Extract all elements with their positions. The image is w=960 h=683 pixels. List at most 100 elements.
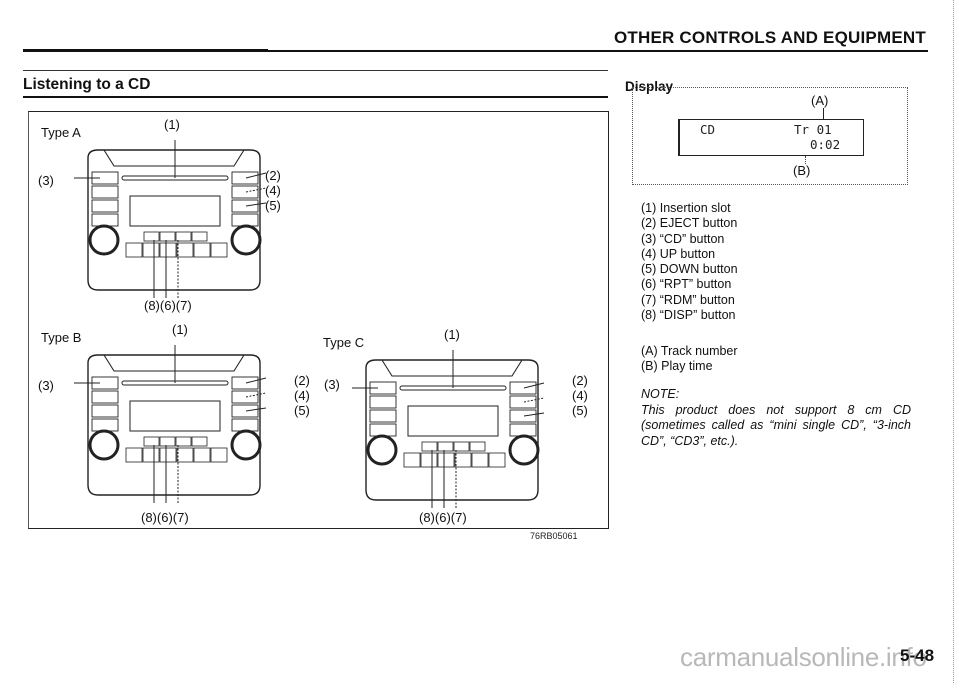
section-rule-top xyxy=(23,70,608,71)
radio-body xyxy=(87,149,261,291)
radio-illustration-type-b xyxy=(74,345,267,503)
radio-right-button-down xyxy=(231,199,259,213)
radio-function-button xyxy=(143,436,160,447)
type-a-callout-up: (4) xyxy=(265,183,281,198)
type-a-callout-slot: (1) xyxy=(164,117,180,132)
type-a-callout-cd: (3) xyxy=(38,173,54,188)
legend-item: (B) Play time xyxy=(641,359,713,374)
figure-code: 76RB05061 xyxy=(530,531,578,541)
radio-right-button-down xyxy=(509,409,537,423)
radio-preset-button xyxy=(159,242,177,258)
legend-item: (2) EJECT button xyxy=(641,216,738,231)
radio-volume-knob xyxy=(88,224,120,256)
note-text: This product does not support 8 cm CD (s… xyxy=(641,402,911,448)
radio-right-button-eject xyxy=(231,376,259,390)
legend-item: (6) “RPT” button xyxy=(641,277,732,292)
note-block: NOTE: This product does not support 8 cm… xyxy=(641,387,911,449)
type-c-callout-bottom: (8)(6)(7) xyxy=(419,510,467,525)
radio-bezel xyxy=(381,359,523,377)
radio-preset-button xyxy=(488,452,506,468)
radio-preset-button xyxy=(193,242,211,258)
radio-right-button-disc xyxy=(231,213,259,227)
type-b-callout-eject: (2) xyxy=(294,373,310,388)
legend-item: (4) UP button xyxy=(641,246,716,261)
radio-body xyxy=(365,359,539,501)
radio-left-button-media xyxy=(91,213,119,227)
callout-a-leader xyxy=(823,108,824,120)
radio-right-button-up xyxy=(231,185,259,199)
radio-function-button xyxy=(159,436,176,447)
radio-function-button xyxy=(159,231,176,242)
radio-right-button-disc xyxy=(509,423,537,437)
page-edge xyxy=(953,0,954,683)
radio-preset-button xyxy=(437,452,455,468)
radio-preset-button xyxy=(471,452,489,468)
type-b-callout-up: (4) xyxy=(294,388,310,403)
radio-right-button-eject xyxy=(231,171,259,185)
callout-leader-eject xyxy=(523,382,545,389)
radio-function-button xyxy=(143,231,160,242)
display-frame xyxy=(632,87,908,185)
radio-left-button-radio xyxy=(369,395,397,409)
radio-right-button-down xyxy=(231,404,259,418)
radio-preset-button xyxy=(210,447,228,463)
radio-function-button xyxy=(175,231,192,242)
radio-bezel xyxy=(103,149,245,167)
radio-function-button xyxy=(191,231,208,242)
radio-tune-knob xyxy=(230,429,262,461)
section-title: Listening to a CD xyxy=(23,76,151,93)
radio-left-button-media xyxy=(369,423,397,437)
radio-body xyxy=(87,354,261,496)
radio-preset-button xyxy=(176,242,194,258)
display-callout-b: (B) xyxy=(793,163,811,178)
radio-preset-button xyxy=(420,452,438,468)
type-c-callout-slot: (1) xyxy=(444,327,460,342)
radio-left-button-tv xyxy=(91,404,119,418)
lcd-time: 0:02 xyxy=(810,137,841,152)
watermark: carmanualsonline.info xyxy=(680,642,927,672)
legend-item: (5) DOWN button xyxy=(641,262,738,277)
radio-function-button xyxy=(421,441,438,452)
display-legend: (A) Track number (B) Play time xyxy=(641,344,738,375)
radio-left-button-tv xyxy=(91,199,119,213)
radio-screen xyxy=(129,195,221,227)
radio-illustration-type-a xyxy=(74,140,267,298)
radio-preset-button xyxy=(125,242,143,258)
type-b-callout-bottom: (8)(6)(7) xyxy=(141,510,189,525)
radio-tune-knob xyxy=(230,224,262,256)
radio-tune-knob xyxy=(508,434,540,466)
radio-volume-knob xyxy=(88,429,120,461)
type-c-callout-up: (4) xyxy=(572,388,588,403)
type-c-callout-cd: (3) xyxy=(324,377,340,392)
section-rule xyxy=(23,96,608,98)
callout-leader-eject xyxy=(245,377,267,384)
callout-b-leader xyxy=(805,156,806,164)
radio-left-button-radio xyxy=(91,390,119,404)
lcd-source: CD xyxy=(700,122,716,137)
type-b-callout-slot: (1) xyxy=(172,322,188,337)
callout-leader-eject xyxy=(245,172,267,179)
display-title: Display xyxy=(625,79,674,94)
radio-screen xyxy=(407,405,499,437)
component-legend: (1) Insertion slot (2) EJECT button (3) … xyxy=(641,201,738,323)
type-c-label: Type C xyxy=(323,335,365,350)
legend-item: (1) Insertion slot xyxy=(641,201,731,215)
radio-function-button xyxy=(191,436,208,447)
radio-preset-button xyxy=(403,452,421,468)
radio-screen xyxy=(129,400,221,432)
type-a-callout-down: (5) xyxy=(265,198,281,213)
radio-function-button xyxy=(453,441,470,452)
radio-left-button-media xyxy=(91,418,119,432)
radio-function-button xyxy=(437,441,454,452)
radio-preset-button xyxy=(142,447,160,463)
type-a-callout-eject: (2) xyxy=(265,168,281,183)
callout-leader-down xyxy=(523,412,545,417)
type-b-callout-cd: (3) xyxy=(38,378,54,393)
radio-function-button xyxy=(175,436,192,447)
legend-item: (8) “DISP” button xyxy=(641,308,736,323)
lcd-display: CD Tr 01 0:02 xyxy=(678,119,864,156)
legend-item: (7) “RDM” button xyxy=(641,292,735,307)
radio-right-button-up xyxy=(231,390,259,404)
header-rule xyxy=(23,50,928,52)
radio-preset-button xyxy=(159,447,177,463)
